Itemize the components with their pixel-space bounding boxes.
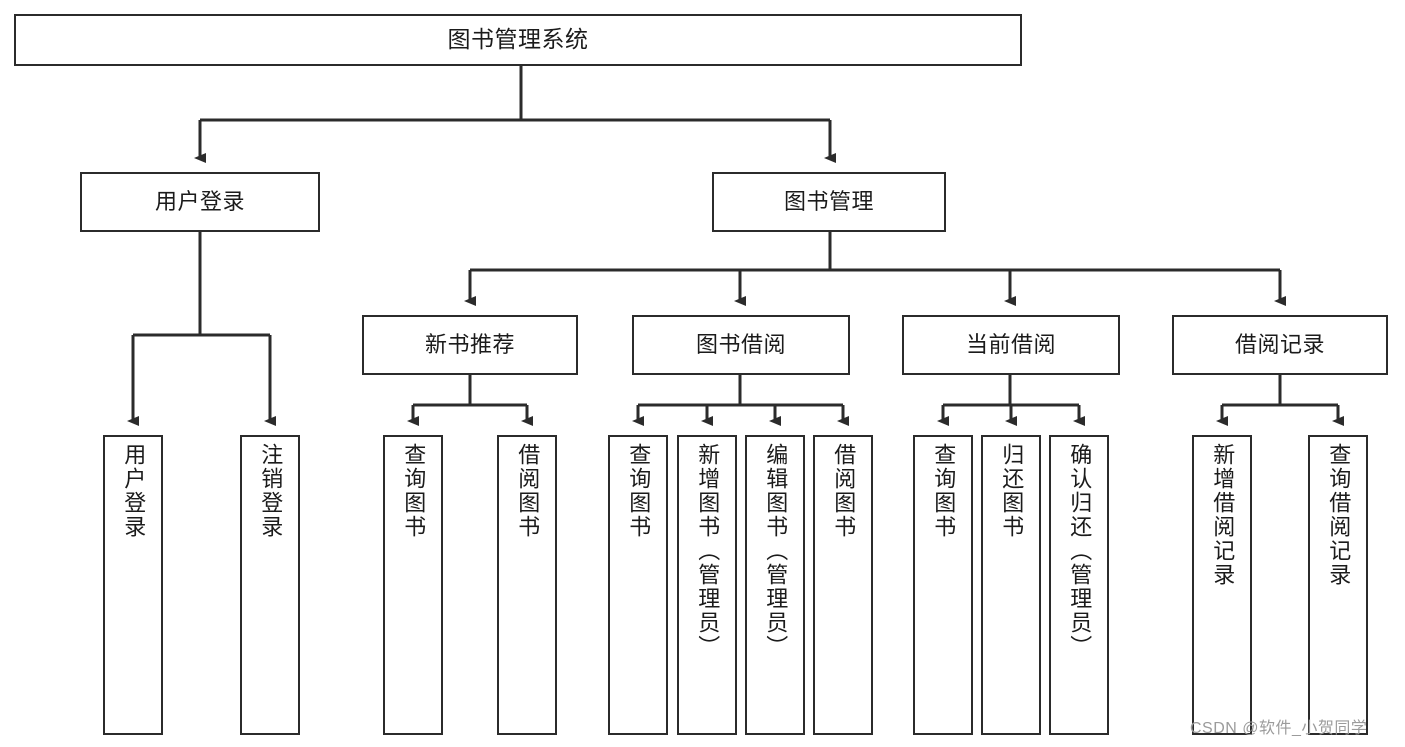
node-label: 图书借阅 [695,332,786,358]
node-borrow-record[interactable]: 借阅记录 [1172,315,1388,375]
leaf-return-book[interactable]: 归还图书 [981,435,1041,735]
watermark-text: CSDN @软件_小贺同学 [1190,720,1368,737]
leaf-query-book-recommend[interactable]: 查询图书 [383,435,443,735]
node-new-book-recommend[interactable]: 新书推荐 [362,315,578,375]
node-label: 新增借阅记录 [1210,443,1236,587]
leaf-borrow-book-recommend[interactable]: 借阅图书 [497,435,557,735]
node-label: 新增图书（管理员） [695,443,721,659]
node-label: 图书管理 [783,189,874,215]
node-label: 借阅图书 [831,443,857,539]
node-label: 归还图书 [999,443,1025,539]
node-label: 借阅记录 [1234,332,1325,358]
leaf-borrow-book[interactable]: 借阅图书 [813,435,873,735]
node-label: 确认归还（管理员） [1067,443,1093,659]
node-label: 注销登录 [258,443,284,539]
node-user-login[interactable]: 用户登录 [80,172,320,232]
node-label: 借阅图书 [515,443,541,539]
leaf-query-borrow-record[interactable]: 查询借阅记录 [1308,435,1368,735]
node-label: 查询图书 [401,443,427,539]
leaf-user-login[interactable]: 用户登录 [103,435,163,735]
node-label: 查询图书 [931,443,957,539]
node-label: 图书管理系统 [447,26,589,53]
node-current-borrow[interactable]: 当前借阅 [902,315,1120,375]
leaf-user-logout[interactable]: 注销登录 [240,435,300,735]
node-book-management[interactable]: 图书管理 [712,172,946,232]
leaf-query-book-current[interactable]: 查询图书 [913,435,973,735]
leaf-confirm-return-admin[interactable]: 确认归还（管理员） [1049,435,1109,735]
leaf-edit-book-admin[interactable]: 编辑图书（管理员） [745,435,805,735]
node-label: 查询借阅记录 [1326,443,1352,587]
node-label: 当前借阅 [965,332,1056,358]
node-label: 编辑图书（管理员） [763,443,789,659]
node-label: 用户登录 [154,189,245,215]
leaf-add-book-admin[interactable]: 新增图书（管理员） [677,435,737,735]
leaf-add-borrow-record[interactable]: 新增借阅记录 [1192,435,1252,735]
node-root-system[interactable]: 图书管理系统 [14,14,1022,66]
node-label: 用户登录 [121,443,147,539]
node-book-borrow[interactable]: 图书借阅 [632,315,850,375]
leaf-query-book-borrow[interactable]: 查询图书 [608,435,668,735]
node-label: 新书推荐 [424,332,515,358]
node-label: 查询图书 [626,443,652,539]
